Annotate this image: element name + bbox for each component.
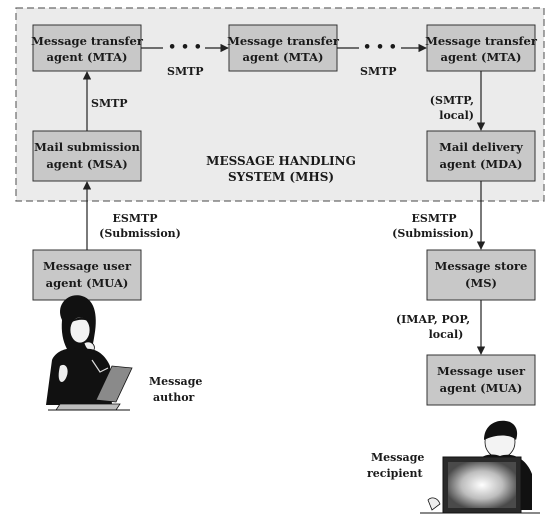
edge-label-mta2-mta3: SMTP [360, 65, 397, 78]
mta-box-1-line1: Message transfer [31, 34, 144, 48]
edge-label-mda-ms-line1: ESMTP [412, 212, 457, 225]
ellipsis-dots-2: • • • [363, 40, 397, 55]
mta-box-3-line2: agent (MTA) [441, 50, 522, 64]
mta-box-2: Message transfer agent (MTA) [227, 24, 340, 72]
mda-box-line2: agent (MDA) [440, 157, 523, 171]
edge-label-mta3-mda-line1: (SMTP, [430, 94, 474, 107]
edge-label-mta3-mda-line2: local) [439, 109, 474, 122]
msa-box-line1: Mail submission [34, 140, 140, 154]
mua-sender-box: Message user agent (MUA) [32, 249, 142, 301]
edge-label-msa-mta1: SMTP [91, 97, 128, 110]
mua-sender-box-line1: Message user [43, 259, 132, 273]
edge-label-mda-ms-line2: (Submission) [392, 227, 474, 240]
mta-box-1-line2: agent (MTA) [47, 50, 128, 64]
mta-box-2-line2: agent (MTA) [243, 50, 324, 64]
author-label-line2: author [153, 391, 195, 404]
mta-box-1: Message transfer agent (MTA) [31, 24, 144, 72]
recipient-illustration [420, 420, 540, 514]
ellipsis-dots-1: • • • [168, 40, 202, 55]
edge-label-mua-msa-line2: (Submission) [99, 227, 181, 240]
ms-box-line1: Message store [435, 259, 528, 273]
edge-label-mua-msa-line1: ESMTP [113, 212, 158, 225]
ms-box: Message store (MS) [426, 249, 536, 301]
mta-box-3: Message transfer agent (MTA) [425, 24, 538, 72]
mua-recipient-box-line1: Message user [437, 364, 526, 378]
edge-label-ms-mua-line1: (IMAP, POP, [396, 313, 470, 326]
mua-recipient-box-line2: agent (MUA) [440, 381, 523, 395]
msa-box-line2: agent (MSA) [46, 157, 127, 171]
mua-sender-box-line2: agent (MUA) [46, 276, 129, 290]
mhs-label-line2: SYSTEM (MHS) [228, 170, 334, 184]
msa-box: Mail submission agent (MSA) [32, 130, 142, 182]
recipient-label-line2: recipient [367, 467, 424, 480]
edge-label-mta1-mta2: SMTP [167, 65, 204, 78]
mhs-label-line1: MESSAGE HANDLING [206, 154, 356, 168]
mda-box-line1: Mail delivery [439, 140, 523, 154]
mua-recipient-box: Message user agent (MUA) [426, 354, 536, 406]
author-label-line1: Message [149, 375, 202, 388]
mta-box-3-line1: Message transfer [425, 34, 538, 48]
edge-label-ms-mua-line2: local) [429, 328, 464, 341]
mda-box: Mail delivery agent (MDA) [426, 130, 536, 182]
ms-box-line2: (MS) [465, 276, 497, 290]
mta-box-2-line1: Message transfer [227, 34, 340, 48]
recipient-label-line1: Message [371, 451, 424, 464]
author-illustration [46, 295, 133, 411]
